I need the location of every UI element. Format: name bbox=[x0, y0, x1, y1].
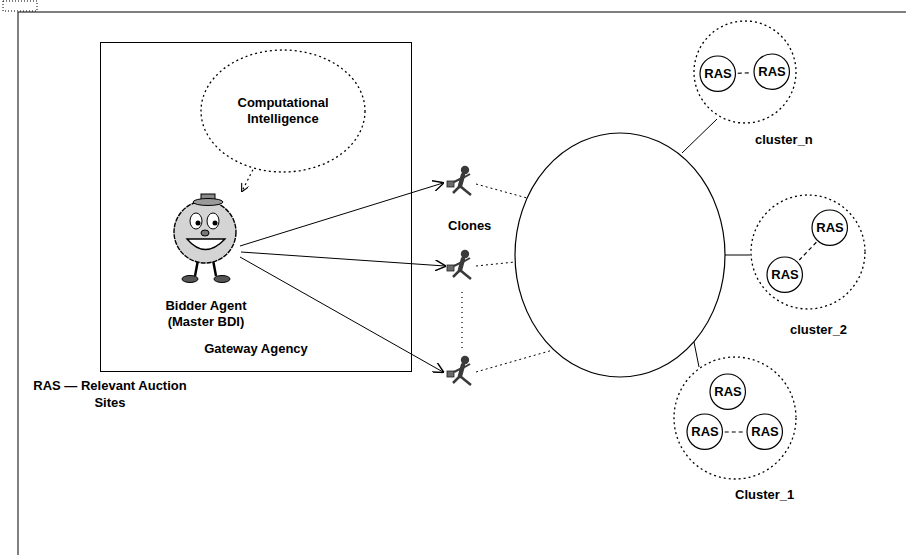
network-link bbox=[476, 184, 527, 198]
eye bbox=[207, 213, 219, 229]
component-ellipse: Computational Intelligence bbox=[200, 49, 366, 173]
dashed-link bbox=[799, 242, 816, 260]
site-circle: RAS bbox=[753, 53, 790, 90]
outline-shape bbox=[751, 195, 865, 309]
node-label: RAS bbox=[751, 424, 778, 440]
node-label: RAS bbox=[704, 66, 731, 82]
eye bbox=[190, 213, 202, 229]
cluster-link bbox=[682, 119, 717, 153]
outline-shape bbox=[812, 210, 847, 245]
site-circle: RAS bbox=[746, 413, 783, 450]
pupil bbox=[213, 221, 218, 226]
node-label: cluster_2 bbox=[790, 322, 847, 338]
cluster-circle: cluster_nRASRAS bbox=[693, 20, 797, 124]
node-outline bbox=[673, 356, 797, 480]
foot bbox=[182, 276, 198, 283]
outline-shape bbox=[710, 374, 745, 409]
site-circle: RAS bbox=[811, 209, 848, 246]
outline-shape bbox=[700, 56, 735, 91]
network-link bbox=[476, 350, 553, 372]
node-label: cluster_n bbox=[755, 132, 813, 148]
node-label: RAS bbox=[771, 267, 798, 283]
clone-arrow bbox=[241, 252, 445, 266]
dotted-arrow bbox=[242, 170, 253, 191]
node-label: Computational Intelligence bbox=[227, 95, 339, 128]
ellipsis-line bbox=[461, 292, 462, 352]
dashed-link bbox=[725, 431, 745, 432]
node-label: RAS bbox=[691, 424, 718, 440]
nose bbox=[201, 230, 209, 236]
internet-cloud bbox=[515, 133, 725, 377]
clone-figure bbox=[447, 166, 471, 195]
smile bbox=[187, 239, 225, 250]
site-circle: RAS bbox=[686, 413, 723, 450]
label-holder: Clones bbox=[448, 218, 491, 235]
cluster-circle: Cluster_1RASRASRAS bbox=[673, 356, 797, 480]
pupil bbox=[196, 221, 201, 226]
outline-shape bbox=[747, 414, 782, 449]
clone-arrow bbox=[240, 183, 443, 246]
foot bbox=[214, 276, 230, 283]
legend-note: RAS — Relevant Auction Sites bbox=[22, 378, 198, 412]
outline-shape bbox=[767, 257, 802, 292]
node-label: Cluster_1 bbox=[735, 487, 794, 503]
site-circle: RAS bbox=[699, 55, 736, 92]
corner-mark bbox=[3, 1, 37, 11]
page-frame bbox=[18, 12, 906, 555]
outline-shape bbox=[201, 50, 365, 172]
group-label: Clones bbox=[448, 218, 491, 235]
agent-node: Bidder Agent (Master BDI) bbox=[141, 193, 271, 330]
outline-shape bbox=[754, 54, 789, 89]
node-outline bbox=[750, 194, 866, 310]
node-label: Gateway Agency bbox=[204, 341, 308, 357]
bidder-agent-figure bbox=[174, 194, 236, 283]
network-link bbox=[476, 262, 515, 266]
label-holder: RAS — Relevant Auction Sites bbox=[22, 378, 198, 412]
dashed-link bbox=[738, 72, 752, 74]
node-label: RAS bbox=[758, 64, 785, 80]
node-label: Bidder Agent (Master BDI) bbox=[156, 298, 256, 331]
clone-figure bbox=[447, 356, 471, 385]
agent-body bbox=[174, 201, 236, 263]
cluster-link bbox=[694, 342, 699, 367]
site-circle: RAS bbox=[766, 256, 803, 293]
hat-brim bbox=[193, 199, 223, 206]
cluster-link bbox=[725, 255, 750, 256]
clone-figure bbox=[447, 250, 471, 279]
outline-shape bbox=[694, 21, 796, 123]
site-circle: RAS bbox=[709, 373, 746, 410]
outline-shape bbox=[687, 414, 722, 449]
cluster-circle: cluster_2RASRAS bbox=[750, 194, 866, 310]
node-label: RAS bbox=[816, 220, 843, 236]
agency-box: Gateway Agency Computational Intelligence… bbox=[100, 42, 412, 372]
outline-shape bbox=[674, 357, 796, 479]
node-label: RAS bbox=[714, 384, 741, 400]
